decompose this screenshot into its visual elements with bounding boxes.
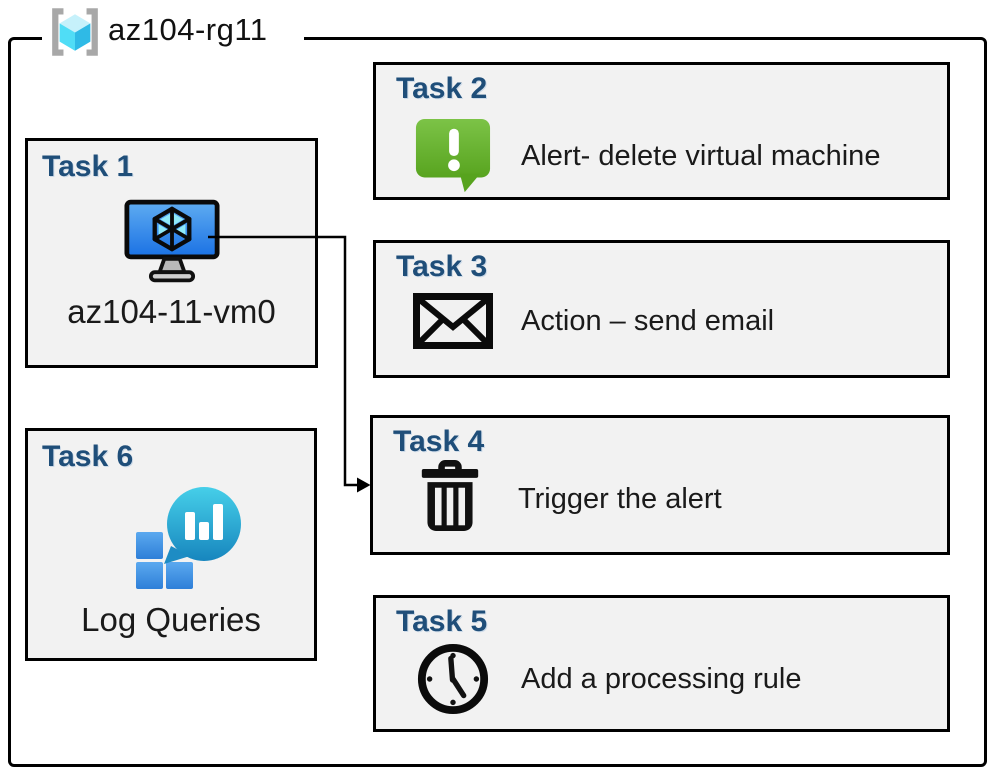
email-envelope-icon xyxy=(413,293,493,349)
alert-message-icon xyxy=(415,118,491,193)
task5-title: Task 5 xyxy=(396,605,488,638)
virtual-machine-icon xyxy=(124,199,220,283)
task4-label: Trigger the alert xyxy=(518,482,722,515)
task3-box: Task 3 Action – send email xyxy=(373,240,950,378)
task1-label: az104-11-vm0 xyxy=(67,293,276,330)
task3-label: Action – send email xyxy=(521,304,775,337)
task2-box: Task 2 Alert- delete virtual machine xyxy=(373,62,950,200)
task3-title: Task 3 xyxy=(396,250,488,283)
task2-title: Task 2 xyxy=(396,72,488,105)
task6-box: Task 6 Log Queries xyxy=(25,428,317,661)
task5-label: Add a processing rule xyxy=(521,662,802,695)
task4-title: Task 4 xyxy=(393,425,485,458)
task5-box: Task 5 Add a processing rule xyxy=(373,595,950,732)
resource-group-label: az104-rg11 xyxy=(108,12,268,47)
task6-title: Task 6 xyxy=(42,440,134,473)
task6-label: Log Queries xyxy=(81,601,261,638)
clock-icon xyxy=(417,643,489,715)
border-gap-mask xyxy=(42,30,304,46)
task2-label: Alert- delete virtual machine xyxy=(521,139,881,172)
task4-box: Task 4 Trigger the alert xyxy=(370,415,950,555)
task1-title: Task 1 xyxy=(42,150,134,183)
resource-group-border xyxy=(8,37,987,767)
resource-group-icon xyxy=(52,8,98,56)
trash-icon xyxy=(421,460,479,531)
task1-box: Task 1 az104-11-vm0 xyxy=(25,138,318,368)
log-queries-icon xyxy=(136,487,241,589)
